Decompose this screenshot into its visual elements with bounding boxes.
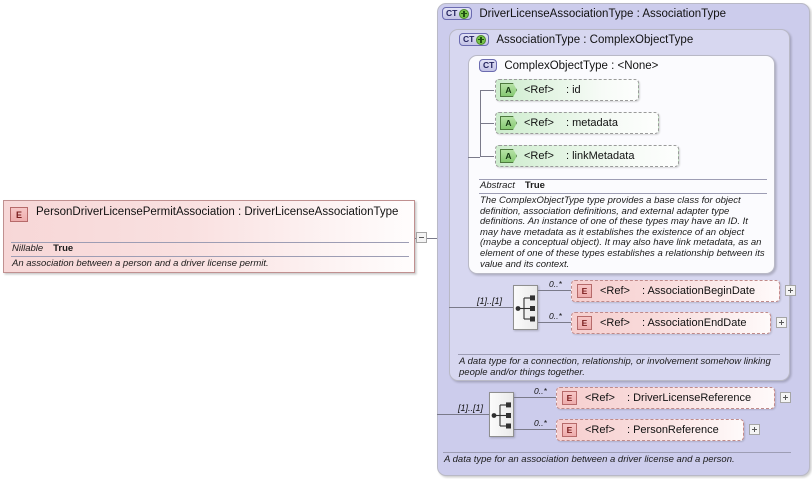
type-header-complex-object-type: CT ComplexObjectType : <None>: [479, 59, 658, 72]
attribute-ref: <Ref>: [524, 150, 554, 162]
element-row[interactable]: E <Ref> : AssociationEndDate: [571, 312, 771, 334]
attribute-tree-branch: [480, 123, 494, 124]
occurrence-label: 0..*: [534, 386, 547, 396]
element-row[interactable]: E <Ref> : PersonReference: [556, 419, 744, 441]
element-name: : PersonReference: [626, 424, 719, 436]
association-type-documentation: A data type for a connection, relationsh…: [459, 356, 771, 378]
plus-icon: [476, 34, 487, 45]
attribute-name: : id: [565, 84, 581, 96]
type-title-driver-license-association-type: DriverLicenseAssociationType : Associati…: [479, 7, 727, 20]
abstract-property-row: Abstract True: [479, 179, 767, 194]
occurrence-label: 0..*: [549, 279, 562, 289]
complextype-icon[interactable]: CT: [479, 59, 498, 72]
compositor-stem-association: [449, 307, 513, 308]
expand-plus-icon[interactable]: [776, 317, 787, 328]
element-row[interactable]: E <Ref> : DriverLicenseReference: [556, 387, 775, 409]
ct-icon-label: CT: [446, 8, 458, 18]
compositor-branch-association: [538, 290, 571, 291]
element-ref: <Ref>: [600, 285, 630, 297]
attribute-tree-branch: [480, 156, 494, 157]
type-title-association-type: AssociationType : ComplexObjectType: [496, 33, 694, 46]
element-name: : DriverLicenseReference: [626, 392, 752, 404]
complex-object-type-documentation: The ComplexObjectType type provides a ba…: [480, 195, 765, 270]
attribute-icon: A: [500, 83, 517, 97]
root-element-box[interactable]: E PersonDriverLicensePermitAssociation :…: [3, 200, 415, 273]
attribute-ref: <Ref>: [524, 117, 554, 129]
driver-license-association-type-documentation: A data type for an association between a…: [444, 454, 735, 465]
sequence-glyph: [515, 295, 535, 322]
expand-plus-icon[interactable]: [780, 392, 791, 403]
plus-icon: [459, 8, 470, 19]
attribute-row[interactable]: A <Ref> : metadata: [495, 112, 659, 134]
root-element-header: E PersonDriverLicensePermitAssociation :…: [4, 201, 414, 226]
occurrence-label: 0..*: [534, 418, 547, 428]
type-header-driver-license-association-type: CT DriverLicenseAssociationType : Associ…: [442, 7, 726, 20]
compositor-stem-driverlicense: [437, 414, 501, 415]
complextype-expand-icon[interactable]: CT: [442, 7, 473, 20]
compositor-branch-driverlicense: [514, 397, 556, 398]
root-element-property-row: Nillable True: [11, 242, 409, 257]
expand-plus-icon[interactable]: [785, 285, 796, 296]
attribute-row[interactable]: A <Ref> : linkMetadata: [495, 145, 679, 167]
attribute-ref: <Ref>: [524, 84, 554, 96]
attribute-icon: A: [500, 149, 517, 163]
element-icon: E: [577, 316, 592, 330]
type-title-complex-object-type: ComplexObjectType : <None>: [504, 59, 659, 72]
compositor-cardinality-driverlicense: [1]..[1]: [458, 403, 484, 413]
property-key: Abstract: [480, 180, 515, 192]
sequence-glyph: [491, 402, 511, 429]
driver-license-association-type-docbox: A data type for an association between a…: [443, 452, 791, 466]
collapse-minus-icon[interactable]: [416, 232, 427, 243]
element-ref: <Ref>: [600, 317, 630, 329]
compositor-branch-driverlicense: [514, 429, 556, 430]
root-element-docbox: Nillable True An association between a p…: [11, 242, 409, 270]
property-key: Nillable: [12, 243, 44, 255]
attribute-icon: A: [500, 116, 517, 130]
element-ref: <Ref>: [585, 392, 615, 404]
complextype-expand-icon[interactable]: CT: [459, 33, 490, 46]
element-icon: E: [562, 423, 577, 437]
complex-object-type-docbox: Abstract True The ComplexObjectType type…: [479, 179, 767, 270]
element-icon: E: [562, 391, 577, 405]
occurrence-label: 0..*: [549, 311, 562, 321]
attribute-tree-branch: [480, 90, 494, 91]
root-element-title: PersonDriverLicensePermitAssociation : D…: [36, 206, 399, 218]
compositor-cardinality-association: [1]..[1]: [477, 296, 503, 306]
expand-plus-icon[interactable]: [749, 424, 760, 435]
element-row[interactable]: E <Ref> : AssociationBeginDate: [571, 280, 780, 302]
association-type-docbox: A data type for a connection, relationsh…: [458, 354, 780, 378]
property-value: True: [53, 243, 74, 255]
sequence-icon-association[interactable]: [513, 285, 538, 330]
element-icon: E: [577, 284, 592, 298]
attribute-tree-stem: [468, 157, 480, 158]
sequence-icon-driverlicense[interactable]: [489, 392, 514, 437]
attribute-name: : metadata: [565, 117, 618, 129]
ct-icon-label: CT: [463, 34, 475, 44]
element-ref: <Ref>: [585, 424, 615, 436]
type-header-association-type: CT AssociationType : ComplexObjectType: [459, 33, 693, 46]
ct-icon-label: CT: [483, 60, 495, 70]
element-icon: E: [10, 207, 28, 222]
root-element-documentation: An association between a person and a dr…: [12, 258, 269, 269]
compositor-branch-association: [538, 322, 571, 323]
element-name: : AssociationBeginDate: [641, 285, 756, 297]
element-name: : AssociationEndDate: [641, 317, 747, 329]
attribute-name: : linkMetadata: [565, 150, 635, 162]
connector-line-panel: [427, 238, 439, 239]
property-value: True: [524, 180, 545, 192]
attribute-row[interactable]: A <Ref> : id: [495, 79, 639, 101]
